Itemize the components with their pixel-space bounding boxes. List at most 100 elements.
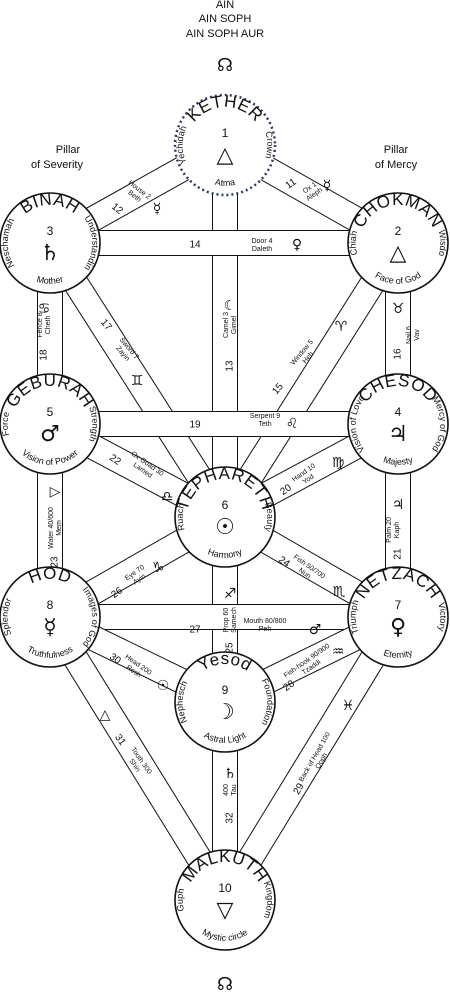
header-ain-soph: AIN SOPH: [199, 13, 252, 25]
header-ain-soph-aur: AIN SOPH AUR: [186, 28, 264, 40]
path-number: 13: [225, 360, 236, 372]
path-symbol-icon: ♐: [224, 586, 237, 602]
path-number: 29: [292, 781, 307, 797]
path-symbol-icon: ♋: [38, 301, 51, 317]
path-label-21: 21 Palm 20Kaph ♃: [386, 497, 404, 560]
path-symbol-icon: ♒: [332, 644, 345, 660]
path-symbol-icon: ▷: [50, 484, 61, 500]
path-hebrew-letter: Water 40/600Mem: [48, 507, 63, 549]
path-symbol-icon: ♄: [224, 766, 237, 782]
planet-symbol-icon: ♄: [40, 241, 60, 266]
path-symbol-icon: ♊: [131, 373, 144, 389]
sephirah-aspect: Astral Light: [202, 730, 248, 745]
pillar-mercy-line1: Pillar: [384, 144, 409, 156]
sephirah-number: 10: [218, 881, 232, 895]
sephirah-circle: [347, 373, 449, 475]
sephirah-circle: [0, 192, 101, 294]
sephirah-number: 1: [222, 126, 229, 140]
planet-symbol-icon: ♀: [390, 615, 406, 640]
sephirah-aspect: Chiah: [348, 230, 360, 257]
planet-symbol-icon: ♂: [40, 422, 60, 447]
path-number: 18: [39, 349, 50, 361]
sephirah-aspect: Wisdo: [437, 229, 449, 257]
sephirah-aspect: Mystic circle: [201, 927, 250, 943]
pillar-severity-line1: Pillar: [56, 144, 81, 156]
path-symbol-icon: ☿: [153, 201, 162, 217]
path-17: [39, 236, 236, 524]
path-31: [38, 610, 237, 907]
path-label-13: 13 Camel 3Gimel☾: [223, 298, 238, 372]
sephirah-circle: [0, 566, 101, 668]
path-number: 25: [225, 642, 236, 654]
sephirah-aspect: Force: [0, 411, 11, 437]
sephirah-aspect: Victory: [436, 601, 448, 633]
sephirah-aspect: Foundation: [260, 677, 276, 727]
path-hebrew-letter: 400Tau: [223, 784, 238, 796]
planet-symbol-icon: ☿: [43, 615, 57, 640]
pillar-severity-line2: of Severity: [31, 159, 83, 171]
path-15: [214, 236, 409, 524]
sephirah-circle: [173, 93, 277, 197]
sephirah-aspect: Eternity: [382, 647, 414, 660]
sephirah-number: 9: [222, 683, 229, 697]
sephirah-circle: [0, 373, 101, 475]
path-symbol-icon: ♎: [161, 489, 174, 505]
sephirah-number: 8: [47, 598, 54, 612]
sephirah-aspect: Majesty: [382, 454, 414, 467]
planet-symbol-icon: ▽: [217, 898, 234, 923]
sephirah-name: HOD: [26, 564, 74, 587]
path-symbol-icon: ☉: [157, 678, 170, 694]
path-symbol-icon: ♌: [286, 416, 299, 432]
path-symbol-icon: ♏: [333, 584, 346, 600]
path-number: 27: [189, 625, 201, 636]
sephirah-aspect: Truthfulness: [26, 644, 75, 660]
path-symbol-icon: ♑: [152, 560, 165, 576]
planet-symbol-icon: ☉: [215, 515, 235, 540]
path-number: 21: [393, 548, 404, 560]
path-number: 19: [189, 420, 201, 431]
path-symbol-icon: △: [100, 707, 111, 723]
sephirah-number: 4: [395, 405, 402, 419]
sephirah-number: 6: [222, 498, 229, 512]
sephirah-aspect: Face of God: [373, 270, 422, 286]
path-symbol-icon: ♉: [392, 301, 405, 317]
sephirah-circle: [174, 651, 276, 753]
path-symbol-icon: ☾: [224, 298, 237, 314]
path-29: [213, 610, 410, 907]
sephiroth-layer: KETHER1△YechidahCrownAtmaBINAH3♄Neschama…: [0, 92, 449, 951]
path-hebrew-letter: Palm 20Kaph: [386, 517, 401, 543]
path-hebrew-letter: Camel 3Gimel: [223, 312, 238, 338]
path-hebrew-letter: Fence 8Cheth: [37, 312, 52, 337]
sephirah-aspect: Mother: [36, 274, 65, 286]
sephirah-number: 7: [395, 598, 402, 612]
sephirah-number: 2: [395, 224, 402, 238]
path-symbol-icon: ♀: [292, 237, 302, 253]
path-number: 16: [393, 348, 404, 360]
sephirah-aspect: Nephesch: [175, 679, 190, 725]
sephirah-aspect: Beauty: [263, 501, 275, 533]
path-symbol-icon: ♈: [335, 319, 348, 335]
sephirah-circle: [174, 466, 276, 568]
dragon-head-icon: ☊: [217, 55, 233, 76]
path-label-18: 18 Fence 8Cheth♋: [37, 301, 52, 361]
path-symbol-icon: ♃: [392, 497, 405, 513]
sephirah-circle: [347, 566, 449, 668]
sephirah-number: 3: [47, 224, 54, 238]
sephirah-aspect: Harmony: [206, 546, 244, 560]
sephirah-aspect: Kingdom: [262, 880, 276, 920]
